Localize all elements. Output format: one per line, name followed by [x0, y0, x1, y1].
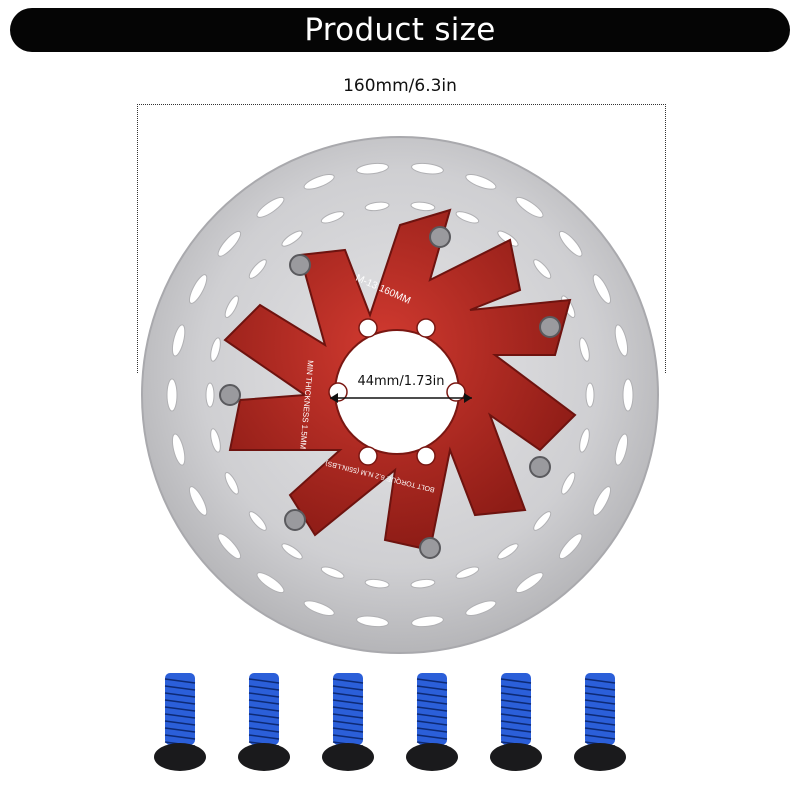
vent-slot: [515, 196, 544, 218]
vent-slot: [410, 201, 436, 212]
vent-slot: [217, 230, 242, 257]
vent-slot: [224, 295, 239, 318]
header-bar: Product size: [10, 8, 790, 52]
vent-slot: [614, 433, 629, 466]
vent-slot: [579, 337, 590, 362]
brake-rotor: M-13 160MM MIN THICKNESS 1.5MM BOLT TORQ…: [141, 136, 659, 654]
vent-slot: [320, 566, 345, 579]
vent-slot: [171, 433, 186, 466]
vent-slot: [171, 324, 186, 357]
bolt: [406, 673, 458, 771]
vent-slot: [188, 274, 208, 304]
vent-slot: [217, 533, 242, 560]
vent-slot: [558, 533, 583, 560]
vent-slot: [558, 230, 583, 257]
vent-slot: [224, 472, 239, 495]
bolt: [490, 673, 542, 771]
vent-slot: [533, 511, 552, 531]
vent-slot: [455, 211, 480, 224]
vent-slot: [614, 324, 629, 357]
page-title: Product size: [304, 12, 496, 48]
vent-slot: [281, 230, 303, 247]
vent-slot: [364, 201, 390, 212]
vent-slot: [465, 173, 497, 190]
vent-slot: [210, 428, 221, 453]
vent-slot: [188, 486, 208, 516]
vent-slot: [356, 162, 389, 175]
vent-slot: [320, 211, 345, 224]
vent-slot: [256, 572, 285, 594]
vent-slot: [411, 615, 444, 628]
bolt: [238, 673, 290, 771]
vent-slot: [585, 382, 595, 408]
vent-slot: [497, 543, 519, 560]
vent-slot: [210, 337, 221, 362]
vent-slot: [411, 162, 444, 175]
vent-slot: [281, 543, 303, 560]
vent-slot: [356, 615, 389, 628]
outer-diameter-label: 160mm/6.3in: [343, 76, 457, 96]
vent-slot: [592, 274, 612, 304]
vent-slot: [248, 259, 267, 279]
vent-slot: [515, 572, 544, 594]
vent-slot: [248, 511, 267, 531]
mounting-holes: [328, 318, 466, 466]
vent-slot: [303, 600, 335, 617]
vent-slot: [561, 472, 576, 495]
vent-slot: [303, 173, 335, 190]
vent-slot: [256, 196, 285, 218]
mounting-bolts: [154, 673, 626, 771]
vent-slot: [455, 566, 480, 579]
rivets: [219, 226, 561, 559]
outer-dimension-guide: [137, 104, 666, 373]
inner-diameter-label: 44mm/1.73in: [357, 374, 445, 389]
vent-slot: [622, 378, 634, 412]
vent-slot: [592, 486, 612, 516]
vent-slot: [205, 382, 215, 408]
vent-slot: [533, 259, 552, 279]
bolt: [322, 673, 374, 771]
vent-slot: [364, 578, 390, 589]
vent-slot: [465, 600, 497, 617]
bolt: [154, 673, 206, 771]
vent-slot: [410, 578, 436, 589]
bolt: [574, 673, 626, 771]
vent-slot: [579, 428, 590, 453]
inner-dimension-arrow: [330, 393, 472, 403]
vent-slot: [166, 378, 178, 412]
